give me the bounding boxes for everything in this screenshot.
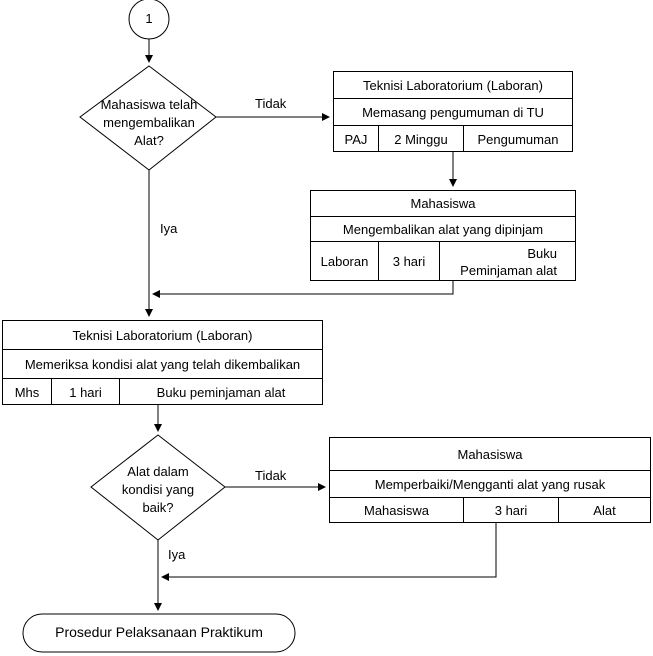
- repair-title: Mahasiswa: [457, 446, 523, 462]
- decision2-line-3: baik?: [142, 500, 174, 515]
- decision1-line-2: mengembalikan: [103, 115, 195, 130]
- check-activity: Memeriksa kondisi alat yang telah dikemb…: [3, 349, 322, 378]
- check-box: Teknisi Laboratorium (Laboran) Memeriksa…: [2, 320, 323, 405]
- check-title: Teknisi Laboratorium (Laboran): [72, 327, 253, 343]
- terminator-shape: [22, 613, 296, 653]
- return-cell-who: Laboran: [320, 254, 369, 269]
- repair-cells-row: Mahasiswa 3 hari Alat: [330, 497, 650, 523]
- arrow-return-to-main: [152, 281, 454, 298]
- decision2-yes-label: Iya: [168, 547, 186, 562]
- announce-cell-who: PAJ: [344, 131, 368, 147]
- start-connector-label: 1: [145, 11, 153, 26]
- check-cell-who: Mhs: [14, 384, 40, 400]
- announce-cell-output: Pengumuman: [463, 126, 572, 152]
- repair-cell-who: Mahasiswa: [363, 503, 430, 518]
- return-cell-output: Buku Peminjaman alat: [439, 242, 575, 281]
- return-title: Mahasiswa: [410, 196, 476, 211]
- repair-cell-duration: 3 hari: [463, 498, 558, 523]
- repair-box: Mahasiswa Memperbaiki/Mengganti alat yan…: [329, 437, 651, 523]
- decision1-line-3: Alat?: [134, 133, 164, 148]
- decision1-yes-label: Iya: [160, 221, 178, 236]
- announce-title: Teknisi Laboratorium (Laboran): [363, 77, 543, 93]
- arrow-repair-to-main: [161, 523, 497, 581]
- announce-activity: Memasang pengumuman di TU: [334, 98, 572, 125]
- decision2-line-1: Alat dalam: [127, 464, 189, 479]
- return-box: Mahasiswa Mengembalikan alat yang dipinj…: [310, 190, 576, 281]
- check-cells-row: Mhs 1 hari Buku peminjaman alat: [3, 378, 322, 405]
- check-cell-duration: 1 hari: [51, 379, 119, 405]
- return-cell-duration: 3 hari: [378, 242, 439, 281]
- announce-box: Teknisi Laboratorium (Laboran) Memasang …: [333, 71, 573, 152]
- announce-cell-duration: 2 Minggu: [378, 126, 463, 152]
- decision2-line-2: kondisi yang: [121, 482, 195, 497]
- return-activity: Mengembalikan alat yang dipinjam: [311, 216, 575, 241]
- return-cells-row: Laboran 3 hari Buku Peminjaman alat: [311, 241, 575, 281]
- check-cell-output: Buku peminjaman alat: [119, 379, 322, 405]
- decision2-no-label: Tidak: [255, 468, 287, 483]
- terminator-label: Prosedur Pelaksanaan Praktikum: [55, 624, 263, 640]
- repair-cell-output: Alat: [558, 498, 650, 523]
- announce-cells-row: PAJ 2 Minggu Pengumuman: [334, 125, 572, 152]
- decision1-no-label: Tidak: [255, 96, 287, 111]
- decision1-line-1: Mahasiswa telah: [100, 97, 198, 112]
- repair-activity: Memperbaiki/Mengganti alat yang rusak: [330, 470, 650, 497]
